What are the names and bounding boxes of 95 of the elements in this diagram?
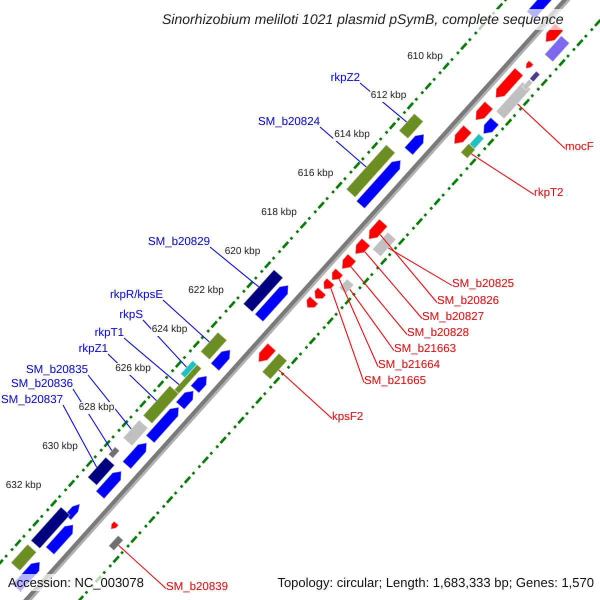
gene-feature: [175, 390, 194, 410]
gene-label: mocF: [565, 140, 594, 155]
scale-label: 632 kbp: [4, 480, 42, 492]
gene-feature: [145, 406, 180, 444]
gene-label: SM_b20826: [437, 294, 500, 309]
gene-label: SM_b20836: [10, 377, 73, 392]
scale-label: 628 kbp: [78, 402, 116, 414]
leader-line: [380, 234, 438, 303]
gene-feature: [331, 268, 344, 281]
gene-label: rkpZ1: [78, 342, 108, 357]
leader-line: [364, 251, 422, 319]
gene-label: SM_b20827: [422, 310, 484, 325]
gene-feature: [110, 520, 120, 530]
gene-bar: [522, 78, 534, 91]
gene-label: rkpR/kpsE: [110, 288, 163, 303]
gene-feature: [45, 524, 74, 556]
scale-label: 620 kbp: [224, 246, 262, 258]
gene-feature: [258, 342, 277, 362]
leader-line: [124, 338, 180, 386]
gene-bar: [30, 506, 71, 550]
leader-line: [278, 369, 332, 419]
gene-bar: [142, 385, 180, 424]
gene-feature: [404, 134, 424, 156]
leader-line: [162, 300, 210, 342]
gene-bar: [10, 544, 38, 572]
scale-label: 612 kbp: [370, 90, 408, 102]
leader-line: [350, 266, 408, 335]
gene-label: SM_b20829: [148, 235, 210, 250]
leader-line: [517, 104, 566, 149]
scale-label: 626 kbp: [114, 363, 152, 375]
gene-label: rkpZ2: [330, 71, 360, 86]
gene-bar: [87, 456, 116, 486]
gene-label: SM_b20825: [452, 277, 514, 292]
gene-label: SM_b20839: [166, 580, 228, 595]
gene-bar: [242, 269, 284, 313]
gene-feature: [210, 349, 231, 372]
gene-label: SM_b20824: [258, 115, 320, 130]
gene-bar: [122, 419, 149, 447]
scale-label: 618 kbp: [260, 207, 298, 219]
gene-label: rkpT2: [534, 186, 564, 201]
scale-label: 624 kbp: [150, 324, 188, 336]
summary-text: Topology: circular; Length: 1,683,333 bp; Genes: 1,570: [277, 574, 594, 591]
scale-label: 614 kbp: [333, 129, 371, 141]
map-title: Sinorhizobium meliloti 1021 plasmid pSymB, complete sequence: [160, 9, 566, 30]
leader-line: [210, 246, 260, 288]
gene-feature: [190, 375, 208, 394]
gene-feature: [122, 442, 148, 470]
gene-bar: [468, 133, 485, 150]
gene-feature: [95, 470, 122, 500]
gene-label: SM_b20828: [407, 326, 470, 341]
gene-bar: [398, 112, 424, 140]
gene-bar: [108, 446, 120, 459]
leader-line: [330, 288, 364, 383]
gene-bar: [108, 534, 124, 552]
leader-line: [88, 374, 132, 430]
leader-line: [118, 544, 166, 589]
gene-label: rkpS: [119, 308, 143, 323]
gene-label: SM_b21664: [378, 358, 440, 373]
gene-feature: [314, 286, 327, 300]
gene-bar: [460, 142, 476, 160]
gene-bar: [262, 352, 288, 380]
gene-bar: [528, 70, 541, 83]
gene-feature: [368, 218, 388, 240]
scale-label: 630 kbp: [41, 441, 79, 453]
gene-label: SM_b20837: [0, 393, 63, 408]
gene-feature: [525, 60, 534, 70]
gene-feature: [482, 116, 500, 134]
gene-feature: [341, 253, 357, 270]
gene-label: rkpT1: [94, 326, 124, 341]
gene-feature: [454, 124, 472, 144]
gene-label: kpsF2: [332, 410, 364, 425]
gene-bar: [174, 364, 202, 394]
gene-feature: [356, 160, 402, 210]
gene-bar: [338, 278, 354, 294]
gene-feature: [495, 67, 524, 98]
scale-label: 622 kbp: [187, 285, 225, 297]
scale-label: 610 kbp: [406, 51, 444, 63]
gene-label: SM_b21665: [364, 374, 426, 389]
gene-feature: [306, 296, 319, 308]
gene-label: SM_b21663: [394, 342, 456, 357]
gene-bar: [346, 144, 396, 198]
gene-feature: [323, 278, 335, 290]
leader-line: [62, 404, 98, 468]
gene-bar: [372, 231, 397, 258]
gene-bar: [544, 35, 570, 62]
leader-line: [338, 278, 378, 367]
leader-line: [388, 247, 452, 286]
scale-label: 616 kbp: [296, 168, 334, 180]
leader-line: [142, 320, 188, 368]
leader-line: [320, 126, 367, 168]
gene-bar: [495, 81, 532, 120]
gene-label: SM_b20835: [26, 363, 88, 378]
gene-feature: [254, 284, 289, 322]
gene-bar: [200, 332, 228, 360]
leader-line: [349, 288, 394, 351]
